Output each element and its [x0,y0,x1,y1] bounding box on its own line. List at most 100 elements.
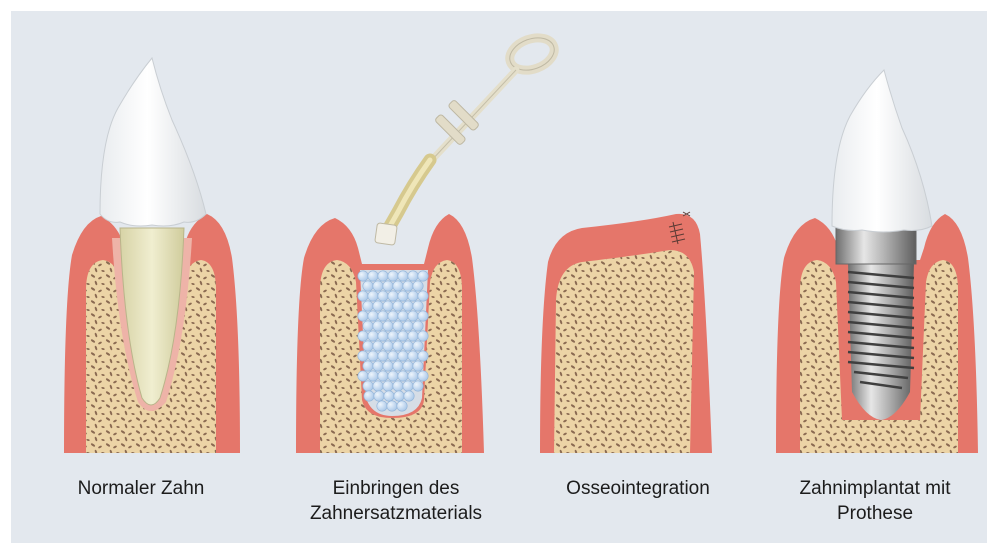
graft-granule [398,271,408,281]
graft-granule [413,381,423,391]
graft-granule [388,311,398,321]
graft-granule [413,361,423,371]
graft-granule [393,361,403,371]
caption-osseointegration: Osseointegration [518,476,758,501]
graft-granule [398,331,408,341]
graft-granule [368,371,378,381]
graft-granule [363,361,373,371]
graft-granule [418,311,428,321]
graft-granule [398,311,408,321]
graft-granule [373,321,383,331]
normal-tooth-illustration [64,58,240,460]
graft-granule [368,311,378,321]
graft-granule [373,341,383,351]
graft-granule [398,351,408,361]
graft-granule [378,331,388,341]
implant-with-prosthesis-illustration [776,70,978,460]
graft-granule [418,351,428,361]
graft-insertion-illustration [296,32,559,460]
graft-granule [358,351,368,361]
graft-granule [403,381,413,391]
prosthesis-crown [832,70,932,232]
graft-granule [413,281,423,291]
graft-granule [384,391,394,401]
graft-granule [388,331,398,341]
graft-granule [363,281,373,291]
graft-syringe-icon [375,32,559,245]
graft-granule [403,281,413,291]
graft-granule [418,331,428,341]
graft-granule [373,281,383,291]
graft-granule [393,301,403,311]
graft-granule [413,321,423,331]
graft-granule [358,331,368,341]
graft-granule [363,301,373,311]
caption-line: Osseointegration [518,476,758,501]
graft-granule [363,381,373,391]
graft-granule [358,371,368,381]
caption-normal-tooth: Normaler Zahn [21,476,261,501]
graft-granule [368,291,378,301]
graft-granule [408,371,418,381]
graft-granule [418,291,428,301]
graft-granule [418,271,428,281]
graft-granule [387,401,397,411]
graft-granule [403,321,413,331]
caption-line: Prothese [755,501,989,526]
graft-granule [368,331,378,341]
caption-implant-with-prosthesis: Zahnimplantat mit Prothese [755,476,989,526]
graft-granule [398,291,408,301]
graft-granule [374,391,384,401]
graft-granule [393,341,403,351]
graft-granule [378,271,388,281]
osseointegration-illustration [540,212,712,460]
graft-granule [373,381,383,391]
caption-graft-insertion: Einbringen des Zahnersatzmaterials [276,476,516,526]
graft-granule [378,351,388,361]
graft-granule [378,371,388,381]
graft-granule [368,351,378,361]
graft-granule [408,331,418,341]
graft-granule [383,321,393,331]
graft-granule [373,361,383,371]
graft-granule [383,301,393,311]
graft-granule [358,271,368,281]
graft-granule [373,301,383,311]
graft-granule [408,291,418,301]
graft-granule [408,271,418,281]
graft-granule [403,301,413,311]
graft-granule [383,281,393,291]
graft-granule [368,271,378,281]
graft-granule [378,291,388,301]
graft-granule [388,271,398,281]
graft-granule [418,371,428,381]
caption-line: Zahnimplantat mit [755,476,989,501]
graft-granule [403,341,413,351]
graft-granule [408,351,418,361]
tooth-crown [100,58,206,226]
graft-granule [378,311,388,321]
caption-line: Zahnersatzmaterials [276,501,516,526]
graft-granule [358,291,368,301]
graft-granule [388,371,398,381]
graft-granule [383,341,393,351]
graft-granule [394,391,404,401]
graft-granule [364,391,374,401]
graft-granule [388,291,398,301]
caption-line: Einbringen des [276,476,516,501]
graft-granule [413,301,423,311]
caption-line: Normaler Zahn [21,476,261,501]
graft-granule [413,341,423,351]
graft-granule [408,311,418,321]
graft-granule [393,321,403,331]
graft-granule [383,381,393,391]
graft-granule [383,361,393,371]
graft-granule [363,341,373,351]
graft-granule [388,351,398,361]
graft-granule [404,391,414,401]
graft-granule [377,401,387,411]
graft-granule [363,321,373,331]
graft-granule [393,281,403,291]
graft-granule [403,361,413,371]
